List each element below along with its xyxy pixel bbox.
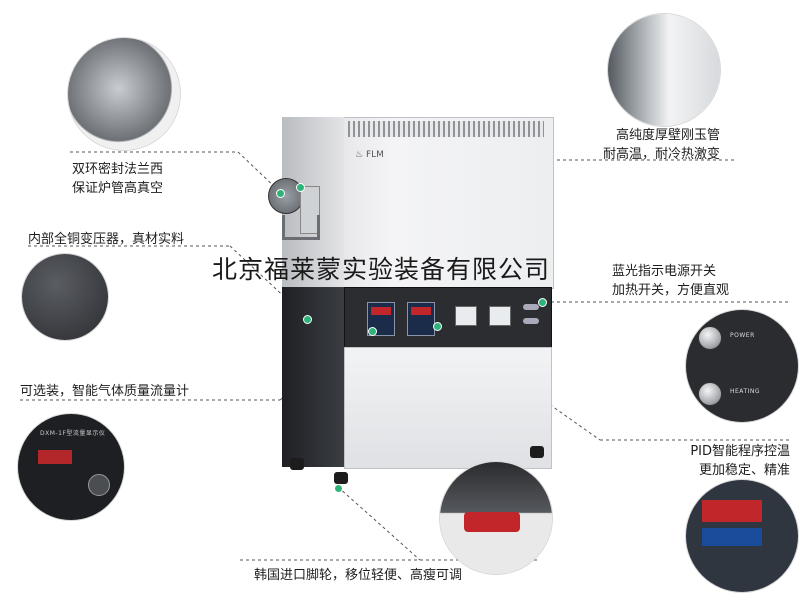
furnace-cabinet-front bbox=[344, 347, 552, 469]
tube-photo bbox=[608, 14, 720, 126]
caster-brake-icon bbox=[464, 512, 520, 532]
callout-transformer: 内部全铜变压器，真材实料 bbox=[28, 232, 185, 247]
callout-power-switch: 蓝光指示电源开关 加热开关，方便直观 bbox=[612, 264, 730, 298]
callout-flange: 双环密封法兰西 保证炉管高真空 bbox=[72, 162, 164, 196]
marker-dot bbox=[276, 189, 285, 198]
temp-controller-2 bbox=[407, 302, 435, 336]
voltmeter bbox=[489, 306, 511, 326]
vent-grille bbox=[348, 121, 544, 137]
flow-knob-icon bbox=[88, 474, 110, 496]
furnace-cabinet-side bbox=[282, 287, 344, 467]
power-button-icon bbox=[698, 326, 722, 350]
heating-switch[interactable] bbox=[523, 318, 539, 324]
callout-flowmeter: 可选装，智能气体质量流量计 bbox=[20, 384, 190, 399]
marker-dot bbox=[368, 327, 377, 336]
flow-display bbox=[38, 450, 72, 464]
pid-photo bbox=[686, 480, 798, 592]
callout-tube: 高纯度厚壁刚玉管 耐高温，耐冷热激变 bbox=[602, 128, 720, 162]
caster-wheel bbox=[290, 458, 304, 470]
heating-button-icon bbox=[698, 382, 722, 406]
pid-display-bottom bbox=[702, 528, 762, 546]
flame-icon: ♨ bbox=[355, 150, 364, 160]
caster-wheel bbox=[334, 472, 348, 484]
power-switch[interactable] bbox=[523, 304, 539, 310]
control-panel bbox=[344, 287, 552, 349]
marker-dot bbox=[296, 183, 305, 192]
flange-photo bbox=[68, 38, 180, 150]
switch-photo: POWER HEATING bbox=[686, 310, 798, 422]
tube-bracket bbox=[282, 215, 320, 240]
pid-display-top bbox=[702, 500, 762, 522]
marker-dot bbox=[538, 298, 547, 307]
marker-dot bbox=[334, 484, 343, 493]
callout-pid: PID智能程序控温 更加稳定、精准 bbox=[690, 444, 790, 478]
marker-dot bbox=[303, 315, 312, 324]
tube-end bbox=[300, 186, 320, 234]
flowmeter-photo: DXM-1F型流量显示仪 bbox=[18, 414, 124, 520]
caster-wheel bbox=[530, 446, 544, 458]
caster-photo bbox=[440, 462, 552, 574]
company-watermark: 北京福莱蒙实验装备有限公司 bbox=[212, 255, 551, 284]
ammeter bbox=[455, 306, 477, 326]
callout-casters: 韩国进口脚轮，移位轻便、高瘦可调 bbox=[254, 568, 463, 583]
marker-dot bbox=[433, 322, 442, 331]
brand-logo: ♨ FLM bbox=[355, 150, 384, 160]
transformer-photo bbox=[22, 254, 108, 340]
